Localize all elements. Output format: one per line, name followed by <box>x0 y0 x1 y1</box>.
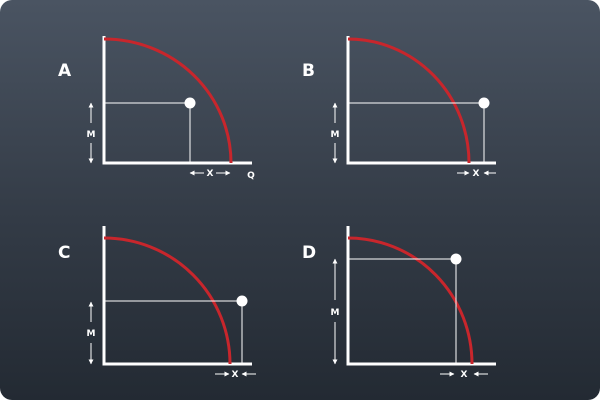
m-label: M <box>87 329 96 339</box>
panel-label: B <box>302 61 315 81</box>
axes <box>346 36 496 165</box>
m-label: M <box>331 308 340 318</box>
q-label: Q <box>247 171 255 181</box>
x-label: X <box>461 370 468 380</box>
m-label: M <box>87 130 96 140</box>
x-label: X <box>207 169 214 179</box>
panel-label: D <box>302 243 316 263</box>
panel-b: B M X <box>302 36 496 179</box>
production-point <box>236 295 248 307</box>
m-label: M <box>331 130 340 140</box>
production-point <box>450 253 462 265</box>
panel-a: A M X Q <box>58 36 255 181</box>
panel-c: C M X <box>58 226 256 380</box>
panel-label: C <box>58 243 70 263</box>
axes <box>102 36 252 165</box>
axes <box>102 226 252 366</box>
panel-label: A <box>58 61 72 81</box>
axes <box>346 226 496 366</box>
production-point <box>184 97 196 109</box>
panel-d: D M X <box>302 226 496 380</box>
x-label: X <box>473 169 480 179</box>
ppf-curve <box>347 37 471 164</box>
ppf-curve <box>103 37 233 164</box>
production-point <box>478 97 490 109</box>
x-label: X <box>232 370 239 380</box>
ppf-curve <box>103 236 232 365</box>
ppf-curve <box>347 236 474 365</box>
